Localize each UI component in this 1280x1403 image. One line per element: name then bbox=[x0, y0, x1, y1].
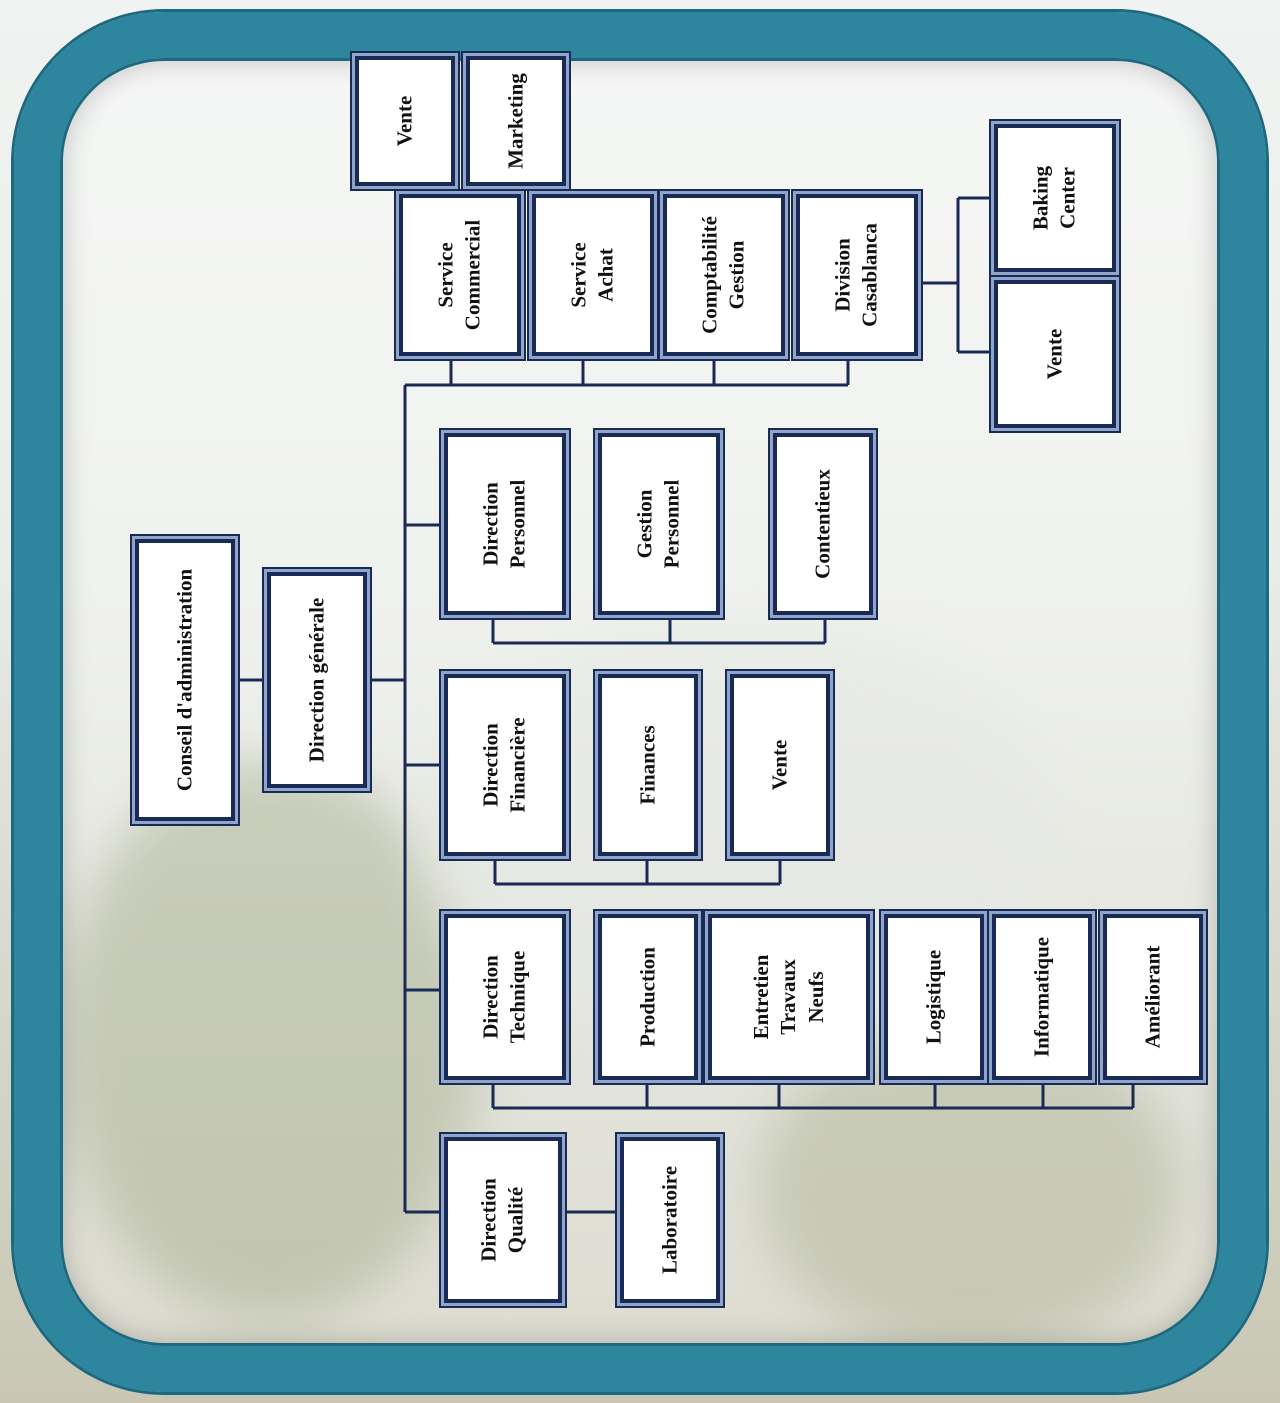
node-label: Informatique bbox=[1028, 937, 1055, 1057]
node-label: Production bbox=[634, 947, 661, 1047]
node-informatique: Informatique bbox=[996, 918, 1088, 1076]
node-label: Direction Qualité bbox=[476, 1178, 531, 1262]
node-label: Contentieux bbox=[809, 469, 836, 579]
node-label: Marketing bbox=[502, 73, 529, 169]
node-label: Logistique bbox=[920, 950, 947, 1045]
node-label: Service Commercial bbox=[433, 220, 488, 330]
node-contentieux: Contentieux bbox=[777, 437, 869, 611]
node-label: Entretien Travaux Neufs bbox=[748, 955, 830, 1040]
node-ameliorant: Améliorant bbox=[1107, 918, 1199, 1076]
node-label: Direction générale bbox=[303, 598, 330, 763]
node-vente-financiere: Vente bbox=[734, 678, 826, 852]
node-label: Baking Center bbox=[1028, 166, 1083, 230]
node-label: Laboratoire bbox=[656, 1166, 683, 1274]
node-conseil-administration: Conseil d'administration bbox=[139, 543, 231, 817]
node-marketing: Marketing bbox=[470, 60, 562, 182]
node-label: Comptabilité Gestion bbox=[697, 216, 752, 334]
node-label: Gestion Personnel bbox=[632, 480, 687, 569]
node-label: Vente bbox=[391, 96, 418, 147]
node-label: Direction Personnel bbox=[478, 480, 533, 569]
node-production: Production bbox=[602, 918, 694, 1076]
node-direction-qualite: Direction Qualité bbox=[448, 1141, 558, 1299]
node-gestion-personnel: Gestion Personnel bbox=[602, 437, 716, 611]
node-finances: Finances bbox=[602, 678, 694, 852]
node-direction-technique: Direction Technique bbox=[448, 918, 562, 1076]
node-service-achat: Service Achat bbox=[536, 198, 650, 352]
node-baking-center: Baking Center bbox=[998, 128, 1112, 268]
node-label: Vente bbox=[1041, 329, 1068, 380]
node-vente-casablanca: Vente bbox=[998, 284, 1112, 424]
node-direction-generale: Direction générale bbox=[271, 576, 363, 784]
node-label: Améliorant bbox=[1139, 946, 1166, 1049]
node-logistique: Logistique bbox=[888, 918, 980, 1076]
node-direction-financiere: Direction Financière bbox=[448, 678, 562, 852]
node-label: Direction Technique bbox=[478, 951, 533, 1044]
node-direction-personnel: Direction Personnel bbox=[448, 437, 562, 611]
node-label: Conseil d'administration bbox=[171, 569, 198, 791]
node-service-commercial: Service Commercial bbox=[403, 198, 517, 352]
node-label: Division Casablanca bbox=[830, 223, 885, 327]
node-division-casablanca: Division Casablanca bbox=[800, 198, 914, 352]
node-entretien-travaux-neufs: Entretien Travaux Neufs bbox=[712, 918, 866, 1076]
node-label: Vente bbox=[766, 740, 793, 791]
node-label: Service Achat bbox=[566, 242, 621, 307]
node-label: Finances bbox=[634, 725, 661, 804]
node-vente-commercial: Vente bbox=[359, 60, 451, 182]
node-label: Direction Financière bbox=[478, 717, 533, 812]
node-comptabilite-gestion: Comptabilité Gestion bbox=[667, 198, 781, 352]
node-laboratoire: Laboratoire bbox=[624, 1141, 716, 1299]
